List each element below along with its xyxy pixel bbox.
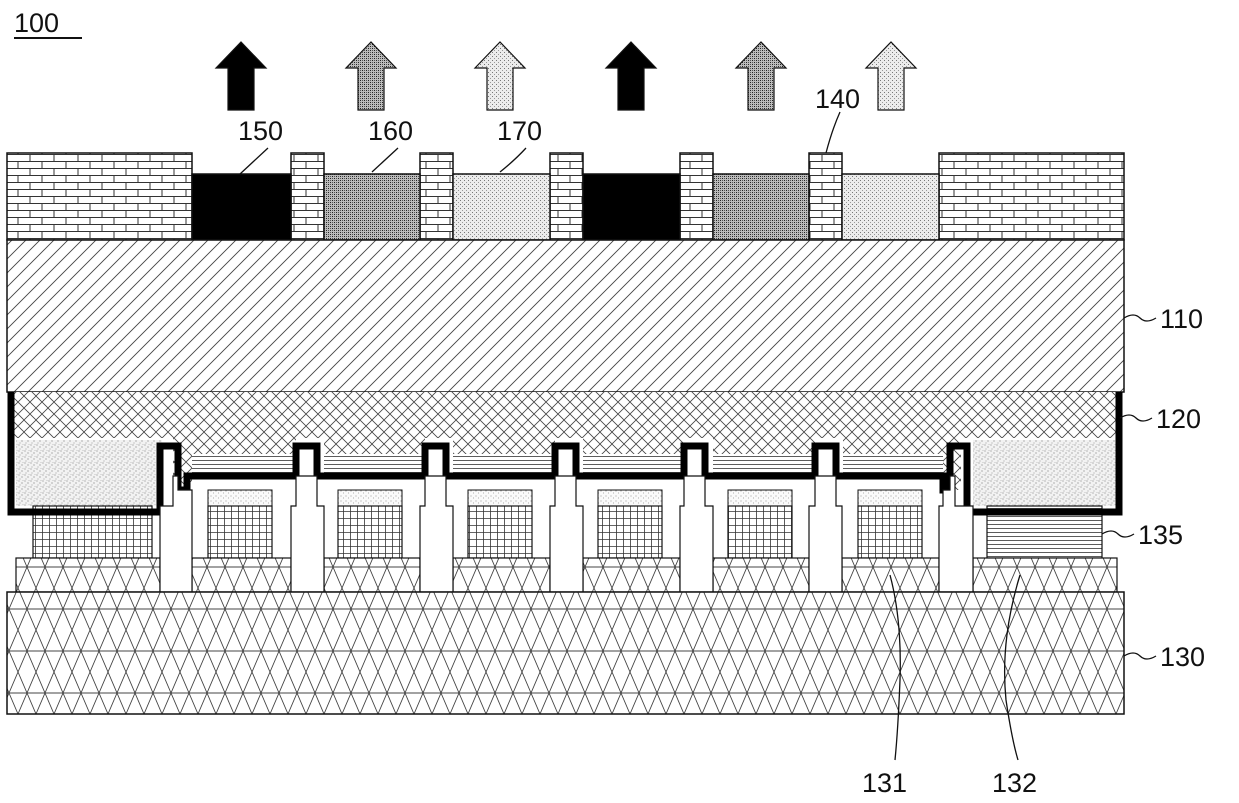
emission-arrow-dense — [736, 42, 786, 110]
label-135: 135 — [1138, 520, 1183, 550]
partition-wall — [420, 153, 453, 240]
label-170: 170 — [497, 116, 542, 146]
via-connector — [420, 476, 453, 592]
via-connector — [809, 476, 842, 592]
label-150: 150 — [238, 116, 283, 146]
via-connector — [550, 476, 583, 592]
color-cell-solid — [192, 174, 291, 240]
bump-block — [468, 506, 532, 558]
label-130: 130 — [1160, 642, 1205, 672]
via-connector — [160, 476, 192, 592]
label-131: 131 — [862, 768, 907, 798]
emission-arrow-solid — [216, 42, 266, 110]
emission-arrow-dense — [346, 42, 396, 110]
via-connector — [680, 476, 713, 592]
multi-layer-stacks — [192, 454, 943, 476]
leader-line-130 — [1124, 653, 1156, 659]
electrode-pad — [598, 490, 662, 506]
pad-segment — [16, 558, 160, 592]
color-conversion-layer — [7, 153, 1124, 240]
bump-block — [598, 506, 662, 558]
color-cell-dense — [324, 174, 420, 240]
side-stipple-block — [973, 440, 1117, 506]
bump-block — [858, 506, 922, 558]
emission-arrow-solid — [606, 42, 656, 110]
pad-segment — [713, 558, 809, 592]
partition-wall — [550, 153, 583, 240]
label-132: 132 — [992, 768, 1037, 798]
label-160: 160 — [368, 116, 413, 146]
bump-block — [728, 506, 792, 558]
label-110: 110 — [1160, 304, 1203, 334]
bump-block — [338, 506, 402, 558]
leader-line-110 — [1124, 315, 1156, 321]
leader-line-135 — [1102, 531, 1134, 537]
partition-wall — [7, 153, 192, 240]
pad-segment — [192, 558, 291, 592]
pad-segment — [453, 558, 550, 592]
pad-segment — [324, 558, 420, 592]
substrate-layer — [7, 240, 1124, 392]
backplane-layer — [7, 592, 1124, 714]
side-stipple-block — [16, 440, 162, 506]
figure-number-label: 100 — [14, 8, 59, 38]
label-140: 140 — [815, 84, 860, 114]
partition-wall — [291, 153, 324, 240]
leader-line-170 — [500, 148, 526, 172]
leader-line-160 — [372, 148, 398, 172]
partition-wall — [680, 153, 713, 240]
pad-segment — [973, 558, 1117, 592]
label-120: 120 — [1156, 404, 1201, 434]
leader-line-120 — [1120, 415, 1152, 421]
partition-wall — [809, 153, 842, 240]
electrode-pad — [468, 490, 532, 506]
electrode-pad — [728, 490, 792, 506]
electrode-pad — [208, 490, 272, 506]
color-cell-light — [453, 174, 550, 240]
color-cell-dense — [713, 174, 809, 240]
emission-arrow-light — [475, 42, 525, 110]
electrode-pad — [858, 490, 922, 506]
leader-line-140 — [826, 112, 840, 153]
color-cell-solid — [583, 174, 680, 240]
bump-block — [208, 506, 272, 558]
via-connector — [291, 476, 324, 592]
emission-arrows — [216, 42, 916, 110]
color-cell-light — [842, 174, 939, 240]
pad-segment — [583, 558, 680, 592]
emission-arrow-light — [866, 42, 916, 110]
leader-line-150 — [240, 148, 268, 174]
electrode-pad — [338, 490, 402, 506]
partition-wall — [939, 153, 1124, 240]
